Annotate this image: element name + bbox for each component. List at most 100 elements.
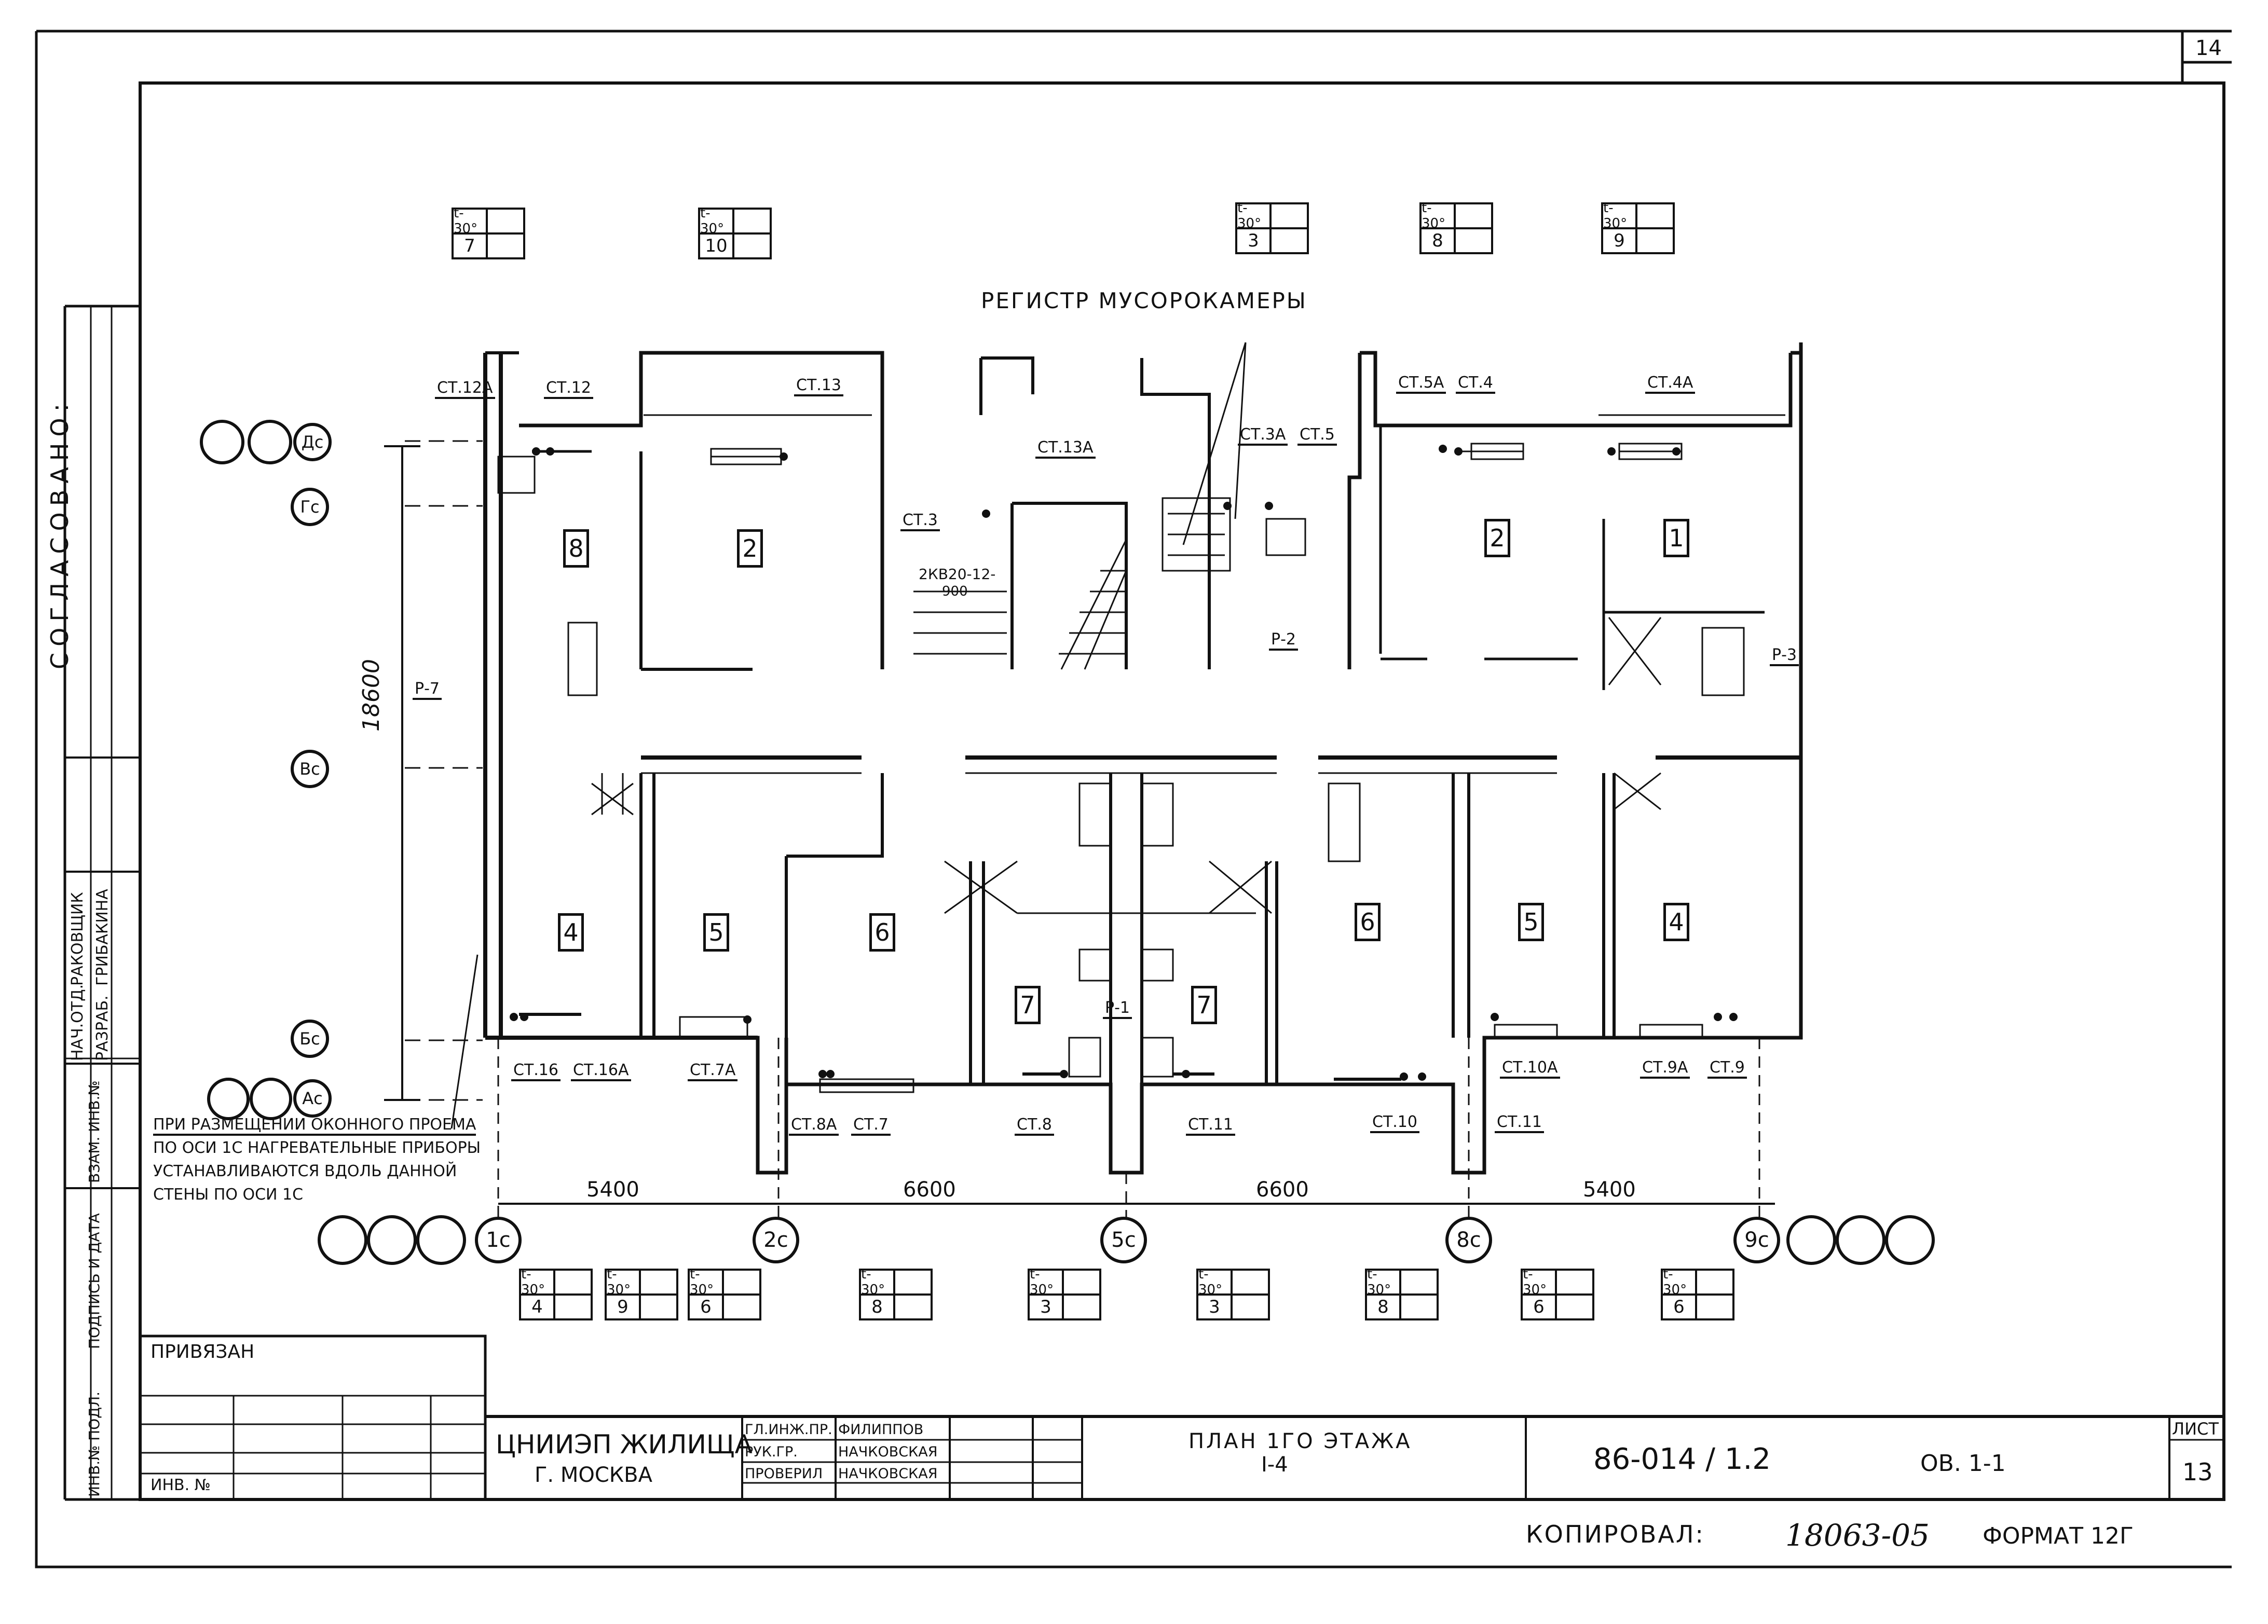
room-number: 1 bbox=[1663, 519, 1689, 557]
register-heading: РЕГИСТР МУСОРОКАМЕРЫ bbox=[981, 288, 1307, 313]
developed-label: РАЗРАБ. bbox=[93, 995, 112, 1061]
riser-label: СТ.8 bbox=[1015, 1116, 1054, 1136]
dimension-span: 5400 bbox=[586, 1178, 639, 1202]
temp-box: t-30°10 bbox=[698, 205, 773, 262]
room-number: 6 bbox=[869, 913, 895, 952]
riser-label: СТ.5А bbox=[1396, 374, 1446, 394]
axis-bubble: 1с bbox=[475, 1217, 522, 1263]
riser-label: СТ.8А bbox=[789, 1116, 839, 1136]
replace-inv-label: ВЗАМ. ИНВ.№ bbox=[86, 1080, 103, 1183]
equipment-label-r2: Р-2 bbox=[1269, 630, 1299, 651]
org-city: Г. МОСКВА bbox=[535, 1463, 652, 1487]
riser-label: СТ.13А bbox=[1035, 438, 1096, 459]
room-number: 6 bbox=[1355, 903, 1381, 941]
room-number: 7 bbox=[1015, 986, 1041, 1024]
riser-label: СТ.16 bbox=[511, 1061, 561, 1081]
dimension-span: 6600 bbox=[1256, 1178, 1309, 1202]
agreed-label: СОГЛАСОВАНО: bbox=[46, 397, 74, 669]
drawing-title: ПЛАН 1ГО ЭТАЖА bbox=[1188, 1429, 1412, 1453]
dimension-span: 5400 bbox=[1583, 1178, 1636, 1202]
riser-label: СТ.11 bbox=[1186, 1116, 1235, 1136]
temp-box: t-30°9 bbox=[1601, 200, 1676, 256]
dimension-span: 6600 bbox=[903, 1178, 956, 1202]
sheet-code: ОВ. 1-1 bbox=[1920, 1450, 2006, 1477]
temp-box: t-30°3 bbox=[1196, 1267, 1271, 1323]
room-number: 5 bbox=[703, 913, 729, 952]
riser-label: СТ.4 bbox=[1456, 374, 1495, 394]
riser-label: СТ.10А bbox=[1500, 1058, 1560, 1079]
sign-date-label: ПОДПИСЬ И ДАТА bbox=[86, 1213, 103, 1349]
convector-label-2: 900 bbox=[942, 584, 968, 599]
temp-box: t-30°3 bbox=[1235, 200, 1310, 256]
axis-bubble: 9с bbox=[1733, 1217, 1780, 1263]
room-number: 2 bbox=[1484, 519, 1510, 557]
riser-label: СТ.3А bbox=[1238, 425, 1288, 446]
developed-name: ГРИБАКИНА bbox=[93, 889, 112, 986]
riser-label: СТ.7А bbox=[688, 1061, 738, 1081]
temp-box: t-30°8 bbox=[1365, 1267, 1440, 1323]
copy-number: 18063-05 bbox=[1785, 1518, 1930, 1553]
inv-label: ИНВ. № bbox=[151, 1476, 211, 1494]
room-number: 7 bbox=[1191, 986, 1217, 1024]
riser-label: СТ.5 bbox=[1297, 425, 1337, 446]
sheet-number: 13 bbox=[2182, 1458, 2213, 1486]
axis-bubble-left: Дс bbox=[293, 423, 332, 461]
convector-label: 2КВ20-12- bbox=[919, 566, 996, 583]
room-number: 5 bbox=[1518, 903, 1544, 941]
dimension-height: 18600 bbox=[358, 659, 385, 732]
copied-label: КОПИРОВАЛ: bbox=[1526, 1520, 1705, 1548]
project-code: 86-014 / 1.2 bbox=[1593, 1442, 1771, 1476]
riser-label: СТ.12 bbox=[544, 379, 593, 399]
temp-box: t-30°7 bbox=[452, 205, 526, 262]
role-name: ФИЛИППОВ bbox=[838, 1422, 924, 1438]
riser-label: СТ.16А bbox=[571, 1061, 631, 1081]
note-line: СТЕНЫ ПО ОСИ 1С bbox=[153, 1186, 304, 1204]
head-dept-label: НАЧ.ОТД. bbox=[69, 984, 87, 1061]
inv-orig-label: ИНВ.№ ПОДЛ. bbox=[86, 1391, 103, 1497]
room-number: 8 bbox=[563, 529, 589, 568]
room-number: 4 bbox=[558, 913, 584, 952]
temp-box: t-30°9 bbox=[605, 1267, 679, 1323]
bound-label: ПРИВЯЗАН bbox=[151, 1341, 255, 1362]
riser-label: СТ.4А bbox=[1645, 374, 1696, 394]
temp-box: t-30°3 bbox=[1028, 1267, 1102, 1323]
riser-label: СТ.7 bbox=[851, 1116, 891, 1136]
axis-bubble: 8с bbox=[1445, 1217, 1492, 1263]
org-name: ЦНИИЭП ЖИЛИЩА bbox=[496, 1429, 753, 1460]
sheet-label: ЛИСТ bbox=[2172, 1419, 2219, 1439]
room-number: 4 bbox=[1663, 903, 1689, 941]
equipment-label-r3: Р-3 bbox=[1770, 646, 1799, 666]
role-label: ГЛ.ИНЖ.ПР. bbox=[745, 1422, 832, 1438]
axis-bubble-left: Вс bbox=[291, 750, 329, 788]
riser-label: СТ.13 bbox=[794, 376, 843, 396]
temp-box: t-30°8 bbox=[1419, 200, 1494, 256]
riser-label: СТ.11 bbox=[1495, 1113, 1544, 1133]
axis-bubble-left: Гс bbox=[291, 488, 329, 526]
equipment-label-r7: Р-7 bbox=[413, 680, 442, 700]
head-dept-name: РАКОВЩИК bbox=[69, 892, 87, 986]
role-name: НАЧКОВСКАЯ bbox=[838, 1444, 938, 1460]
riser-label: СТ.9 bbox=[1707, 1058, 1747, 1079]
temp-box: t-30°4 bbox=[519, 1267, 594, 1323]
riser-label: СТ.9А bbox=[1640, 1058, 1690, 1079]
riser-label: СТ.10 bbox=[1370, 1113, 1419, 1133]
format-label: ФОРМАТ 12Г bbox=[1983, 1523, 2134, 1549]
temp-box: t-30°6 bbox=[688, 1267, 762, 1323]
temp-box: t-30°6 bbox=[1521, 1267, 1595, 1323]
axis-bubble-left: Ас bbox=[293, 1079, 332, 1118]
role-label: ПРОВЕРИЛ bbox=[745, 1466, 823, 1482]
temp-box: t-30°8 bbox=[859, 1267, 934, 1323]
role-label: РУК.ГР. bbox=[745, 1444, 798, 1460]
equipment-label-r1: Р-1 bbox=[1103, 999, 1132, 1019]
axis-bubble-left: Бс bbox=[291, 1020, 329, 1058]
drawing-subtitle: I-4 bbox=[1261, 1453, 1288, 1477]
role-name: НАЧКОВСКАЯ bbox=[838, 1466, 938, 1482]
note-line: ПО ОСИ 1С НАГРЕВАТЕЛЬНЫЕ ПРИБОРЫ bbox=[153, 1139, 481, 1157]
note-line: УСТАНАВЛИВАЮТСЯ ВДОЛЬ ДАННОЙ bbox=[153, 1162, 457, 1180]
axis-bubble: 5с bbox=[1100, 1217, 1147, 1263]
riser-label: СТ.3 bbox=[900, 511, 940, 531]
temp-box: t-30°6 bbox=[1661, 1267, 1736, 1323]
axis-bubble: 2с bbox=[753, 1217, 799, 1263]
note-line: ПРИ РАЗМЕЩЕНИИ ОКОННОГО ПРОЕМА bbox=[153, 1116, 476, 1136]
